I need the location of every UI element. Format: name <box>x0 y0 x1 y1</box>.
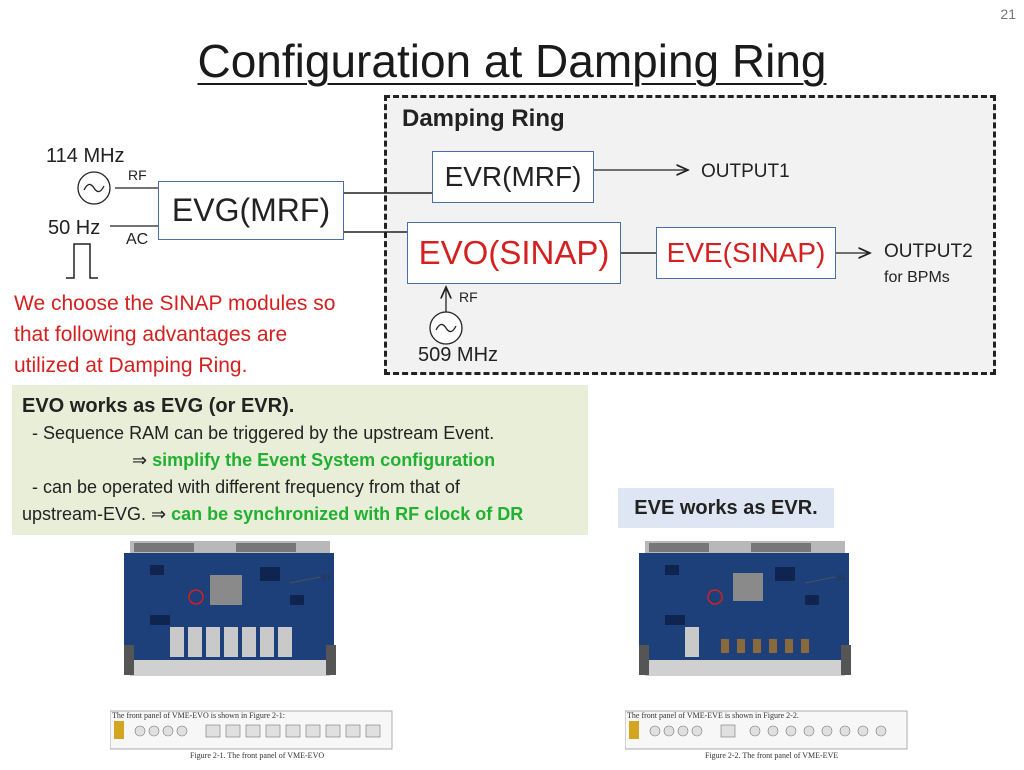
implies-arrow: ⇒ <box>132 450 148 470</box>
note-line: We choose the SINAP modules so <box>14 292 336 315</box>
evo-result-green: can be synchronized with RF clock of DR <box>171 504 524 524</box>
freq-509-label: 509 MHz <box>418 344 499 366</box>
evo-board-image <box>109 541 393 750</box>
evo-board-photo: S1 The front panel of VME-EVO is shown i… <box>109 535 400 765</box>
sinap-note: We choose the SINAP modules so that foll… <box>14 288 384 381</box>
rf-input-label: RF <box>128 167 147 183</box>
evo-features-box: EVO works as EVG (or EVR). - Sequence RA… <box>12 385 588 535</box>
evo-result-green: simplify the Event System configuration <box>152 450 496 470</box>
evo-line-prefix: upstream-EVG. ⇒ <box>22 504 167 524</box>
evo-caption-top: The front panel of VME-EVO is shown in F… <box>112 711 285 720</box>
square-pulse-icon <box>66 243 98 279</box>
slide-title: Configuration at Damping Ring <box>0 34 1024 88</box>
rf-evo-label: RF <box>459 289 478 305</box>
evo-result-line: ⇒ simplify the Event System configuratio… <box>22 447 578 474</box>
evo-caption-bottom: Figure 2-1. The front panel of VME-EVO <box>190 751 325 760</box>
page-number: 21 <box>1000 6 1016 22</box>
eve-note-box: EVE works as EVR. <box>618 488 834 528</box>
eve-caption-bottom: Figure 2-2. The front panel of VME-EVE <box>705 751 839 760</box>
eve-sinap-box: EVE(SINAP) <box>656 227 836 279</box>
ac-label: AC <box>126 231 149 248</box>
output2-label: OUTPUT2 <box>884 241 973 262</box>
evo-bullet: - Sequence RAM can be triggered by the u… <box>32 423 495 443</box>
damping-ring-label: Damping Ring <box>402 105 565 132</box>
s1-label: S1 <box>837 573 846 582</box>
eve-caption-top: The front panel of VME-EVE is shown in F… <box>627 711 799 720</box>
s1-label: S1 <box>322 573 331 582</box>
slide-title-text: Configuration at Damping Ring <box>197 35 827 87</box>
evo-result-line: upstream-EVG. ⇒ can be synchronized with… <box>22 501 578 528</box>
evo-sinap-box: EVO(SINAP) <box>407 222 621 284</box>
freq-50-label: 50 Hz <box>48 217 101 239</box>
output1-label: OUTPUT1 <box>701 161 790 182</box>
evo-features-header: EVO works as EVG (or EVR). <box>22 395 295 417</box>
eve-board-photo: S1 The front panel of VME-EVE is shown i… <box>624 535 915 765</box>
output2-sub-label: for BPMs <box>884 269 950 286</box>
evr-mrf-box: EVR(MRF) <box>432 151 594 203</box>
evo-bullet: - can be operated with different frequen… <box>32 477 460 497</box>
freq-114-label: 114 MHz <box>46 145 125 167</box>
note-line: that following advantages are <box>14 323 288 346</box>
note-line: utilized at Damping Ring. <box>14 354 248 377</box>
eve-board-image <box>624 541 908 750</box>
evg-mrf-box: EVG(MRF) <box>158 181 344 240</box>
